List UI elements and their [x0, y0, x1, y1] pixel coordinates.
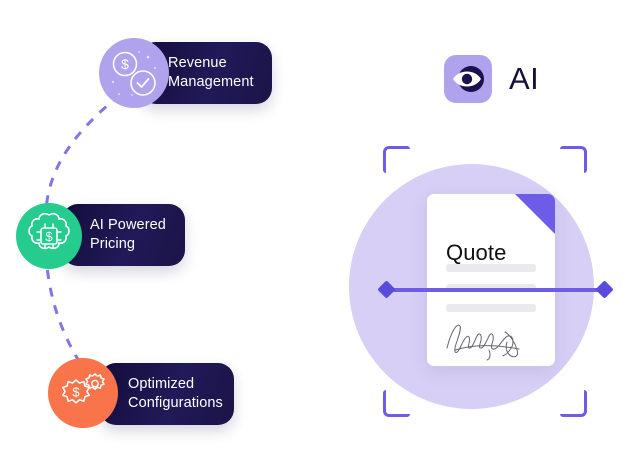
document-placeholder-line — [446, 264, 536, 272]
scan-line-handle-right[interactable] — [595, 280, 614, 299]
brain-chip-dollar-icon: $ — [16, 203, 82, 269]
svg-text:$: $ — [45, 229, 53, 244]
badge-pill[interactable]: Optimized Configurations — [100, 363, 234, 425]
flow-badge-label: Revenue Management — [168, 55, 254, 90]
horizontal-scan-line — [386, 288, 604, 292]
ai-logo: AI — [444, 55, 539, 103]
document-placeholder-line — [446, 304, 536, 312]
svg-text:$: $ — [121, 56, 129, 72]
handwritten-signature — [446, 324, 520, 361]
flow-badge-label: Optimized Configurations — [128, 376, 223, 411]
corner-bracket-bottom-left — [383, 390, 410, 417]
corner-bracket-bottom-right — [560, 390, 587, 417]
eye-icon — [444, 55, 492, 103]
badge-pill[interactable]: AI Powered Pricing — [62, 204, 185, 266]
corner-bracket-top-right — [560, 146, 587, 173]
gears-dollar-icon: $ — [48, 358, 118, 428]
coin-dollar-check-icon: $ — [99, 38, 169, 108]
quote-document: Quote — [427, 194, 555, 366]
folded-corner — [515, 194, 555, 234]
corner-bracket-top-left — [383, 146, 410, 173]
flow-badge-label: AI Powered Pricing — [90, 217, 166, 252]
svg-text:$: $ — [72, 385, 80, 400]
document-title: Quote — [446, 240, 507, 265]
ai-logo-label: AI — [509, 61, 540, 96]
